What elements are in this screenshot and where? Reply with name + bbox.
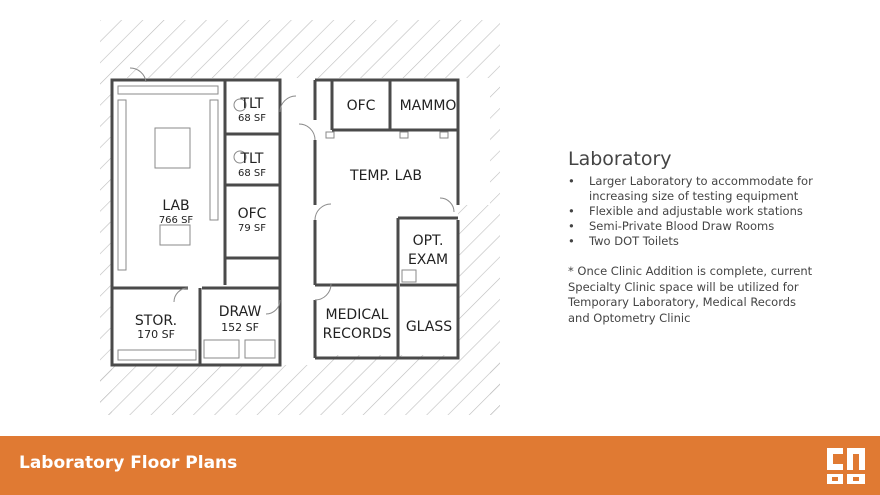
walls (110, 78, 460, 367)
fixtures (117, 67, 455, 361)
info-bullet: Larger Laboratory to accommodate for inc… (568, 174, 848, 204)
room-label-draw: DRAW (219, 304, 262, 320)
room-label-temp-lab: TEMP. LAB (349, 168, 422, 184)
hatch-bottom-left (100, 365, 315, 415)
floor-plan: LAB 766 SF TLT 68 SF TLT 68 SF OFC 79 SF… (100, 20, 500, 415)
room-label-ofc-top: OFC (347, 98, 376, 114)
info-panel: Laboratory Larger Laboratory to accommod… (568, 148, 848, 326)
room-area-tlt-1: 68 SF (238, 113, 266, 124)
hatch-right (490, 78, 500, 415)
hatch-bottom-right (315, 355, 500, 415)
footer-bar: Laboratory Floor Plans (0, 436, 880, 495)
room-labels: LAB 766 SF TLT 68 SF TLT 68 SF OFC 79 SF… (135, 96, 456, 342)
info-bullet: Two DOT Toilets (568, 234, 848, 249)
room-area-ofc-lab: 79 SF (238, 223, 266, 234)
room-area-draw: 152 SF (221, 321, 259, 334)
info-bullet: Semi-Private Blood Draw Rooms (568, 219, 848, 234)
company-logo-icon (823, 442, 869, 488)
room-label-ofc-lab: OFC (238, 206, 267, 222)
info-title: Laboratory (568, 148, 672, 170)
room-label-stor: STOR. (135, 313, 177, 329)
room-label-mammo: MAMMO (400, 98, 457, 114)
hatch-left (100, 78, 112, 415)
info-bullets: Larger Laboratory to accommodate for inc… (568, 174, 848, 249)
info-bullet: Flexible and adjustable work stations (568, 204, 848, 219)
room-label-glass: GLASS (406, 319, 452, 335)
room-label-tlt-2: TLT (240, 151, 264, 167)
hatch-top (100, 20, 500, 78)
room-label-opt-exam: OPT.EXAM (408, 233, 448, 268)
info-note: * Once Clinic Addition is complete, curr… (568, 264, 813, 325)
room-area-lab: 766 SF (159, 215, 194, 226)
room-area-tlt-2: 68 SF (238, 168, 266, 179)
hatch-right-mid (458, 205, 490, 355)
footer-title: Laboratory Floor Plans (19, 453, 238, 473)
room-label-tlt-1: TLT (240, 96, 264, 112)
room-label-lab: LAB (162, 198, 189, 214)
room-fills (112, 78, 490, 365)
room-area-stor: 170 SF (137, 328, 175, 341)
